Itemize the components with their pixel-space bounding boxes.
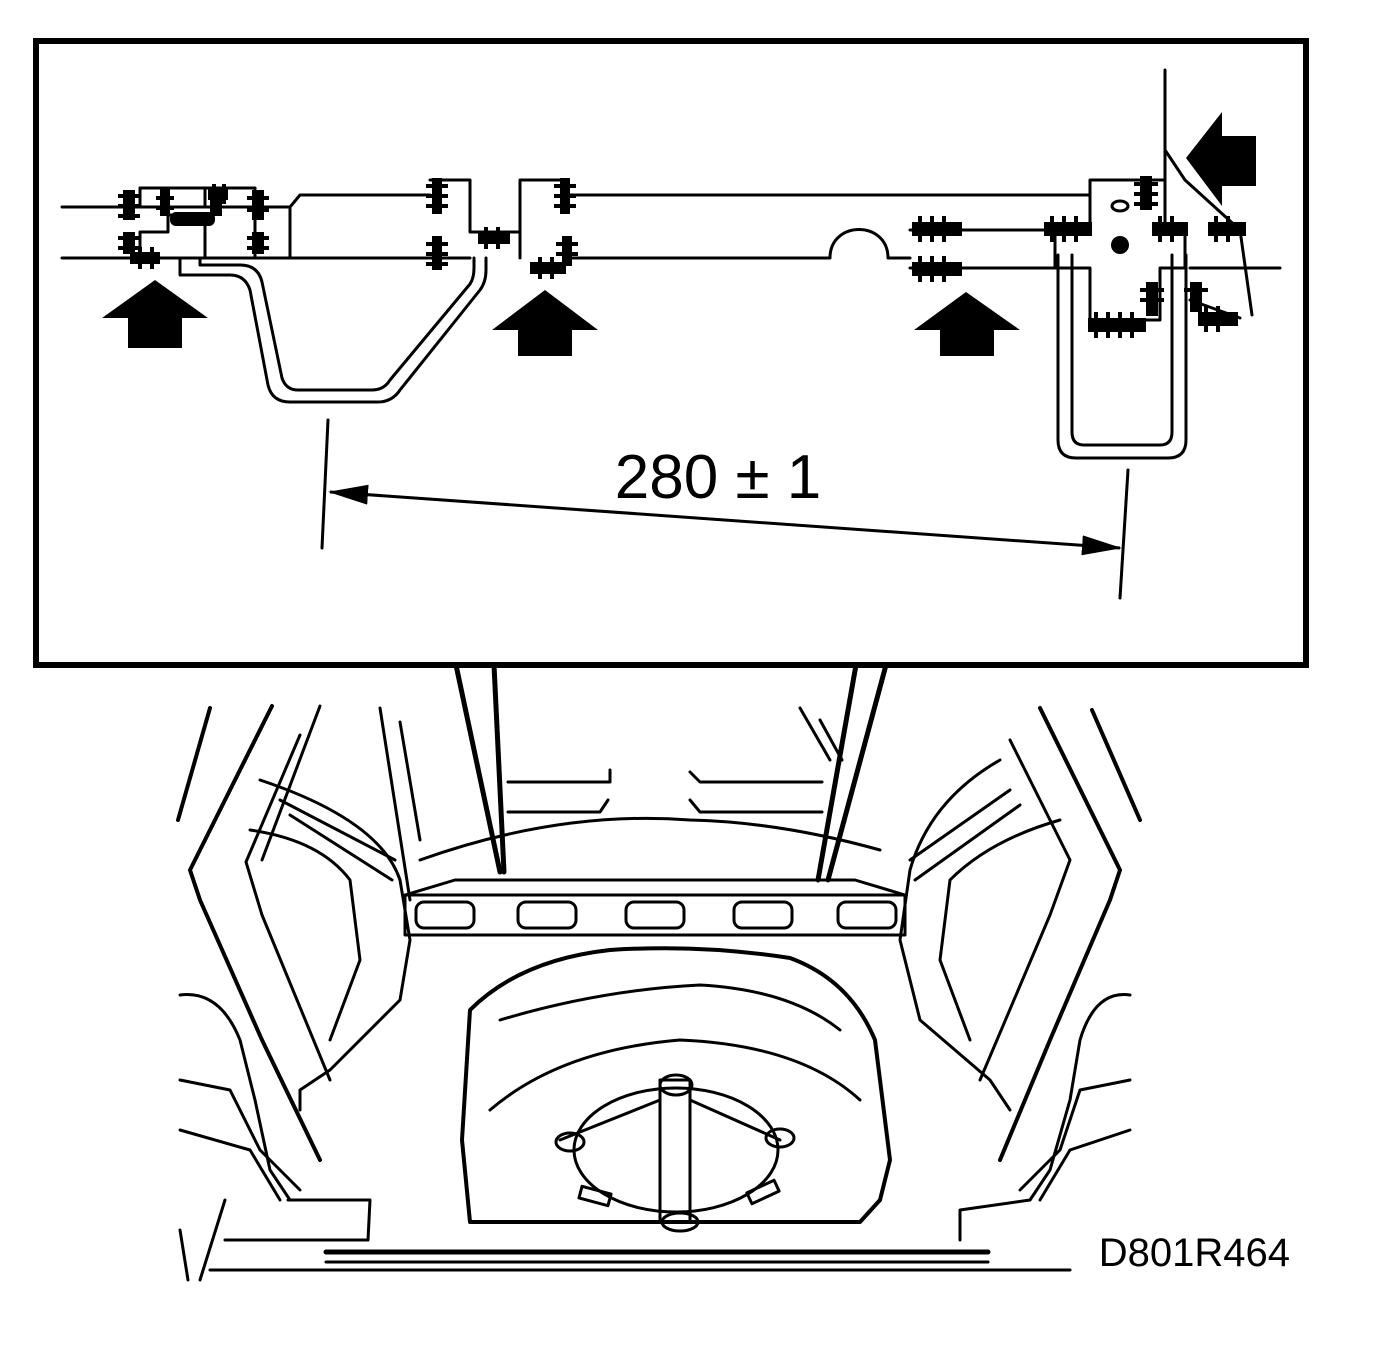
pipe-clips	[118, 176, 1246, 338]
callout-pointer	[453, 662, 889, 883]
extension-line-left	[320, 418, 330, 550]
spare-wheel-well	[460, 946, 892, 1233]
block-arrow-up-icon	[492, 290, 598, 356]
detail-frame	[33, 38, 1309, 668]
dimension-arrow-icon	[328, 484, 1122, 556]
attachment-arrows	[102, 112, 1256, 356]
dimension-label: 280 ± 1	[615, 443, 821, 512]
detail-inset: 280 ± 1	[33, 38, 1309, 668]
rear-crossmember	[403, 878, 907, 937]
block-arrow-up-icon	[102, 280, 208, 348]
block-arrow-up-icon	[914, 292, 1020, 356]
figure-code: D801R464	[1099, 1231, 1290, 1275]
block-arrow-left-icon	[1186, 112, 1256, 206]
vehicle-underbody-view	[176, 704, 1142, 1282]
extension-line-right	[1118, 468, 1130, 600]
dimension-280: 280 ± 1	[320, 418, 1130, 600]
